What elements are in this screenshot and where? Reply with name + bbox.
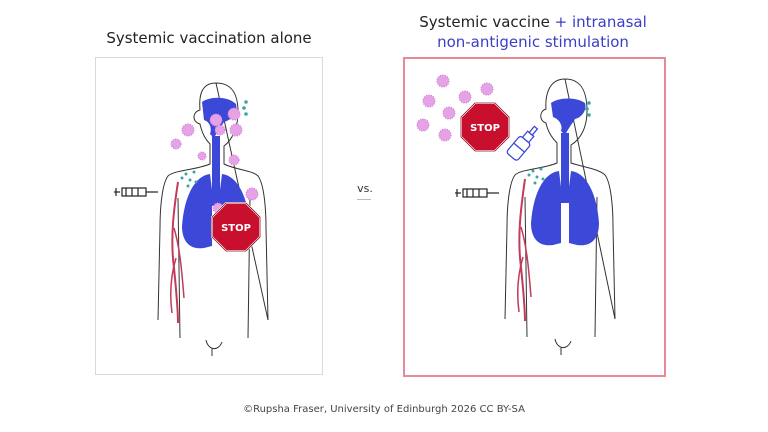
blood-vessel: [171, 181, 179, 324]
nasal-airway: [551, 98, 586, 135]
immune-cells: [527, 101, 591, 185]
body-outline-lower: [524, 196, 598, 355]
right-lung: [569, 171, 599, 246]
syringe-icon: [114, 187, 158, 197]
body-outline: [157, 82, 269, 321]
credit-line: ©Rupsha Fraser, University of Edinburgh …: [243, 404, 525, 415]
right-panel-title: Systemic vaccine + intranasal non-antige…: [400, 12, 666, 52]
blood-vessel-branch: [517, 226, 532, 313]
left-diagram-panel: STOP: [95, 57, 323, 375]
body-outline-lower: [177, 197, 251, 356]
left-panel-title: Systemic vaccination alone: [106, 29, 312, 47]
blood-vessel: [518, 178, 526, 322]
versus-underline: [357, 199, 371, 200]
right-title-non-antigenic: non-antigenic stimulation: [437, 33, 629, 51]
virus-particles: [170, 107, 259, 214]
stop-sign: STOP: [211, 202, 261, 252]
right-diagram-panel: STOP: [403, 57, 666, 377]
trachea: [212, 136, 220, 206]
versus-label: vs.: [357, 182, 373, 195]
trachea: [561, 133, 569, 203]
nasal-spray-icon: [506, 125, 539, 161]
right-diagram-illustration: STOP: [416, 74, 616, 355]
blood-vessel-branch: [170, 227, 185, 314]
syringe-icon: [455, 188, 499, 198]
immune-cells: [180, 100, 248, 188]
body-outline: [504, 78, 616, 320]
left-lung: [182, 174, 212, 249]
left-lung: [531, 171, 561, 246]
right-title-systemic-vaccine: Systemic vaccine: [419, 13, 550, 31]
stop-sign-label: STOP: [470, 123, 500, 134]
virus-particles: [416, 74, 494, 142]
left-diagram-illustration: STOP: [114, 82, 269, 356]
stop-sign-label: STOP: [221, 223, 251, 234]
right-title-intranasal: + intranasal: [554, 13, 647, 31]
stop-sign: STOP: [460, 102, 510, 152]
